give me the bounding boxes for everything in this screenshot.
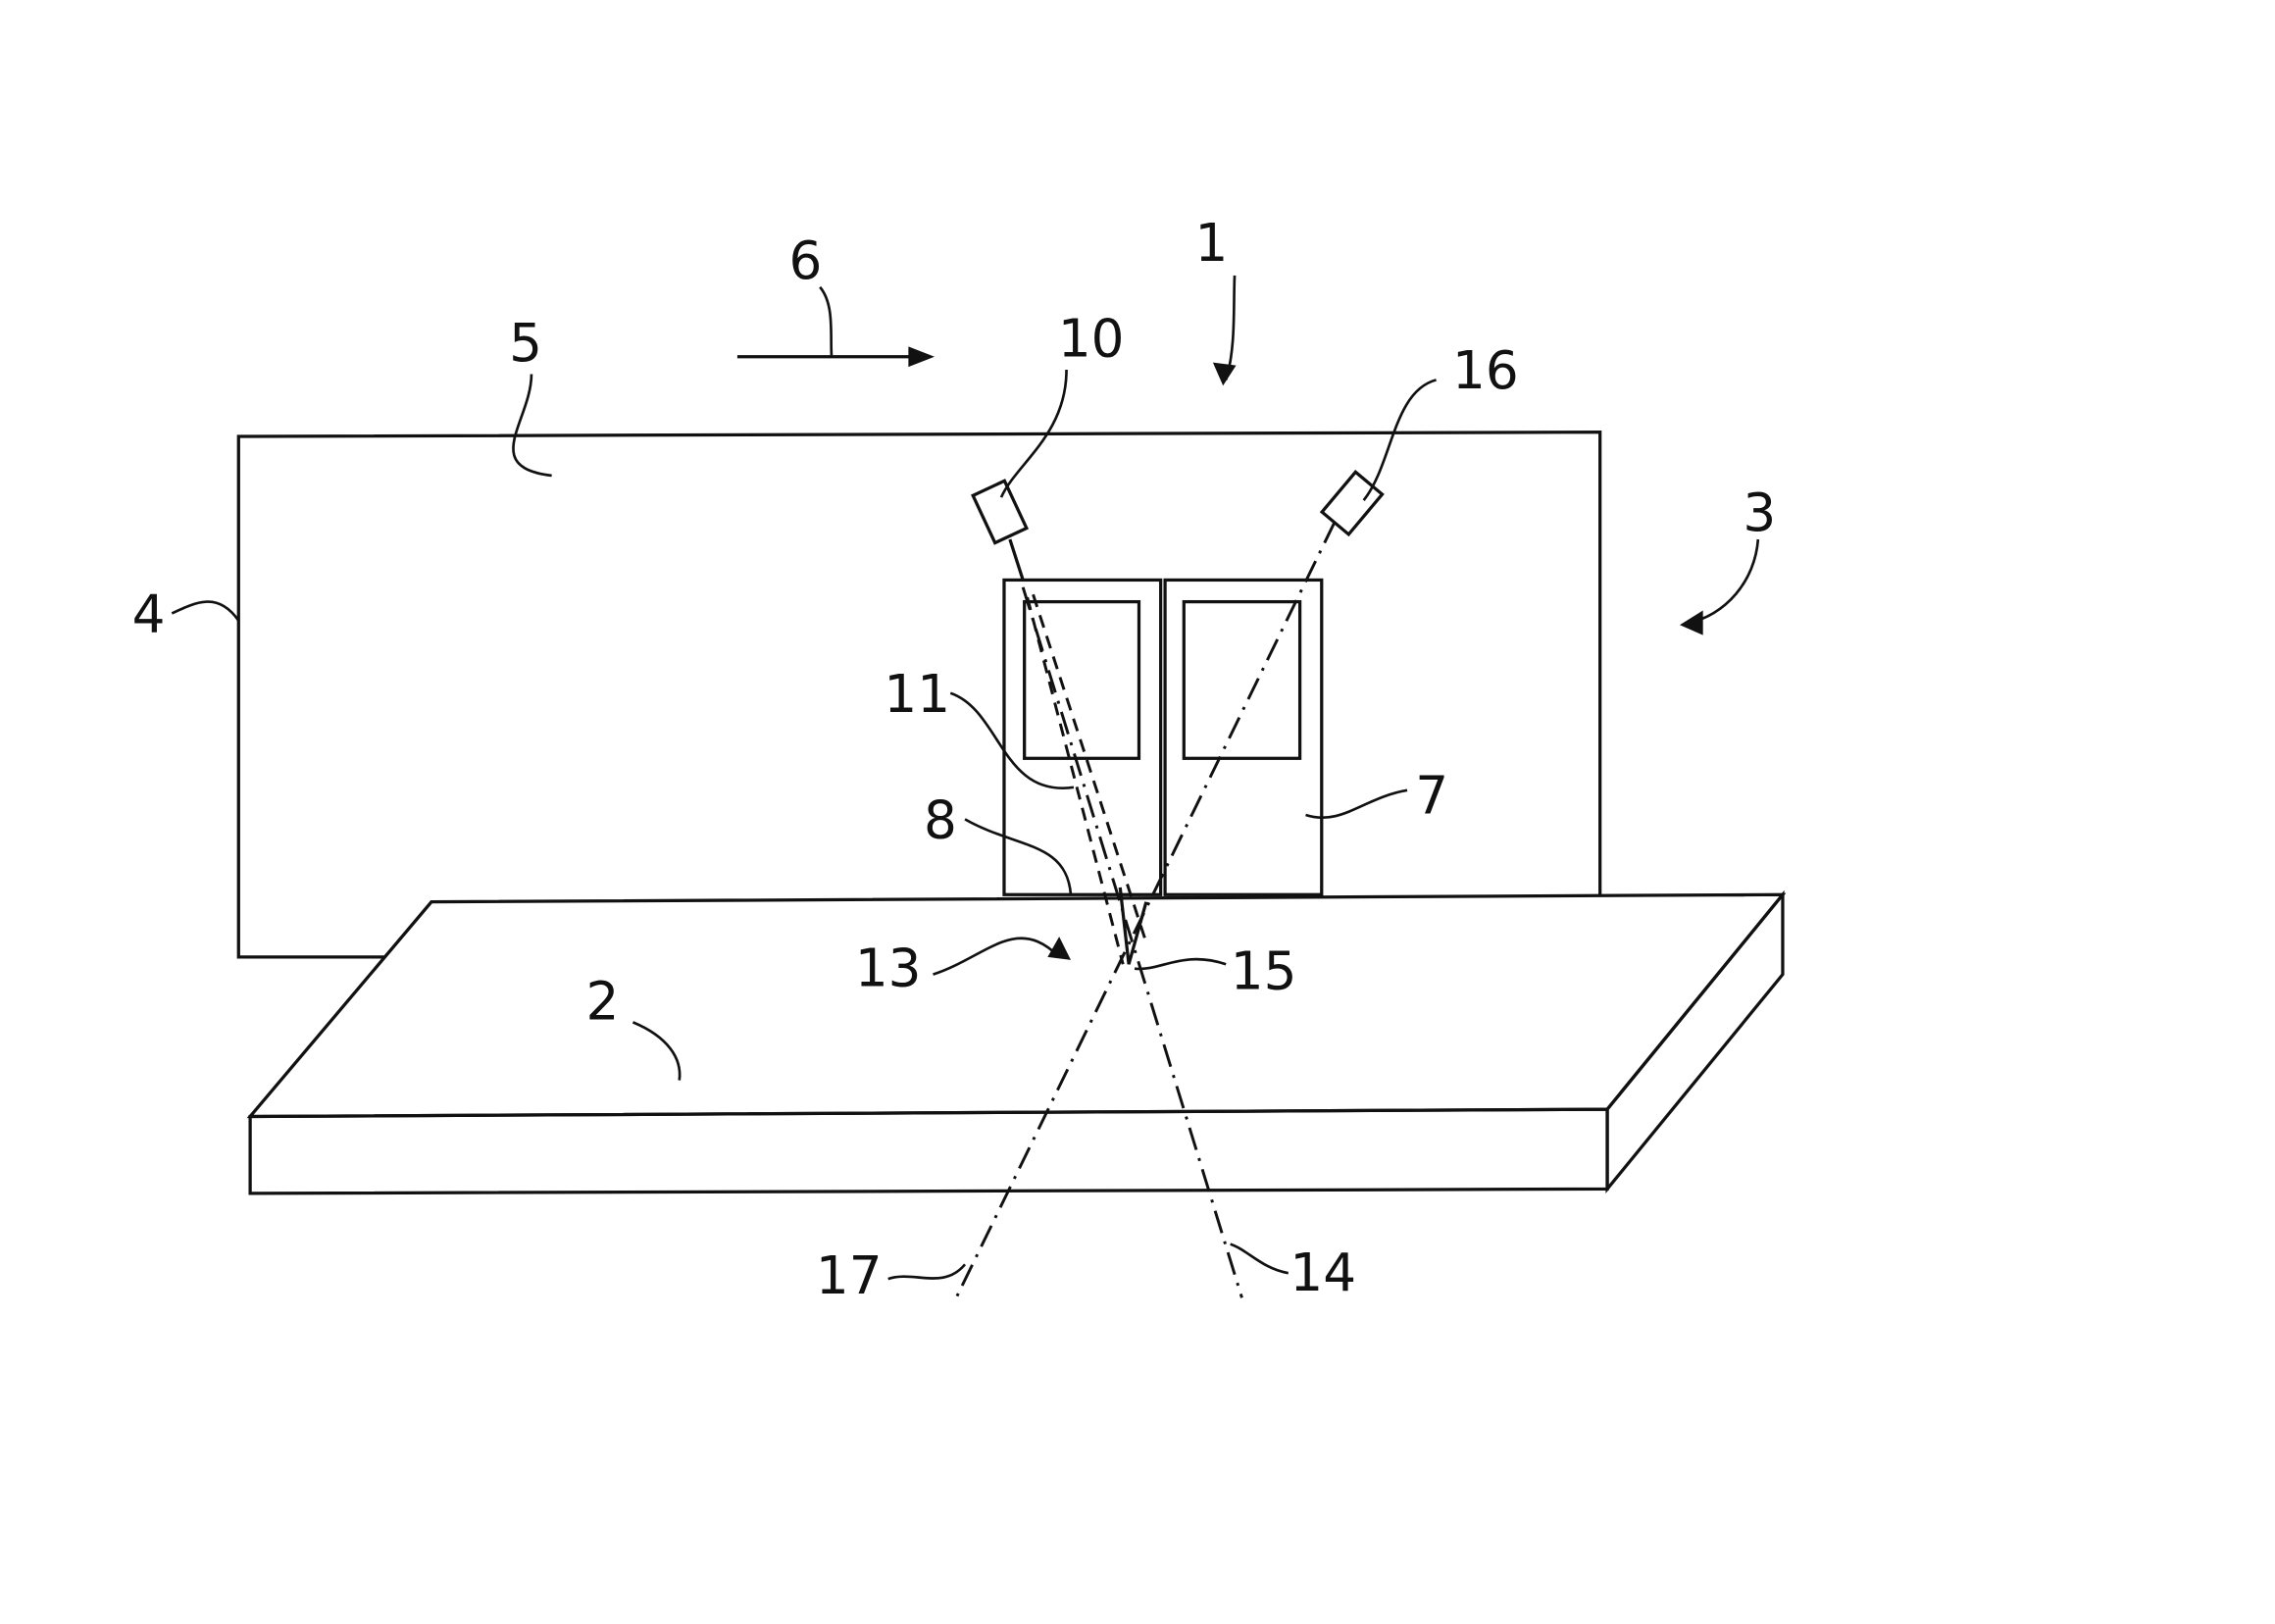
platform-front-face [248,1107,1609,1195]
leader-6 [819,285,834,357]
label-6: 6 [788,230,822,291]
left-door-window [1023,599,1141,760]
label-7: 7 [1415,765,1448,826]
left-door [1002,578,1163,896]
leader-1-arrowhead-icon [1212,362,1237,386]
axis-line-17 [953,521,1337,1301]
leader-8 [964,818,1073,895]
label-15: 15 [1231,940,1297,1001]
sensor-10-icon [971,479,1030,545]
leader-10 [999,370,1068,498]
label-13: 13 [855,938,922,998]
leader-17 [887,1263,967,1281]
leader-4 [171,600,240,622]
label-5: 5 [509,313,542,374]
leader-5 [512,374,552,478]
leader-15 [1134,957,1227,971]
axis-line-14 [1021,586,1243,1298]
platform-side-face [1605,889,1785,1193]
sensor-10-mount [1008,538,1025,581]
leader-16 [1362,379,1437,501]
label-10: 10 [1058,309,1125,370]
platform-top-face [246,892,1787,1119]
label-17: 17 [816,1245,883,1306]
leader-3-arrowhead-icon [1679,610,1703,635]
leader-14 [1230,1243,1289,1275]
arrow-head-icon [908,346,935,368]
intersection-mark [1118,887,1148,965]
label-4: 4 [132,584,166,645]
leader-11 [949,691,1075,789]
beam-11-left [1026,596,1125,965]
label-14: 14 [1289,1243,1356,1303]
label-11: 11 [884,664,950,725]
leader-2 [632,1021,682,1081]
label-1: 1 [1194,213,1228,274]
right-door-window [1182,599,1302,760]
label-16: 16 [1452,340,1519,401]
leader-1 [1224,275,1237,381]
leader-13 [933,937,1061,976]
label-2: 2 [585,971,619,1032]
sensor-16-icon [1319,469,1385,537]
right-door [1163,578,1324,896]
label-8: 8 [924,790,957,851]
label-3: 3 [1743,482,1776,543]
beam-11-right [1032,593,1148,943]
leader-13-arrowhead-icon [1047,937,1071,960]
vehicle-body-outline [236,430,1602,959]
leader-3 [1685,538,1760,626]
leader-7 [1305,788,1408,820]
